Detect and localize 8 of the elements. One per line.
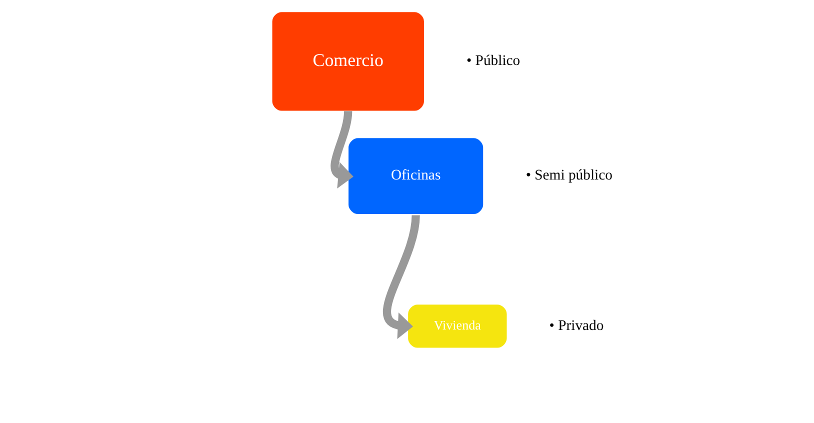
node-label: • Privado — [548, 318, 604, 334]
node-label: • Semi público — [525, 168, 612, 184]
arrow — [330, 110, 353, 188]
node-box: Oficinas — [347, 137, 484, 215]
node-label: • Público — [466, 53, 520, 70]
node-box: Vivienda — [406, 304, 508, 349]
arrow — [382, 214, 420, 339]
node-box: Comercio — [270, 11, 424, 112]
